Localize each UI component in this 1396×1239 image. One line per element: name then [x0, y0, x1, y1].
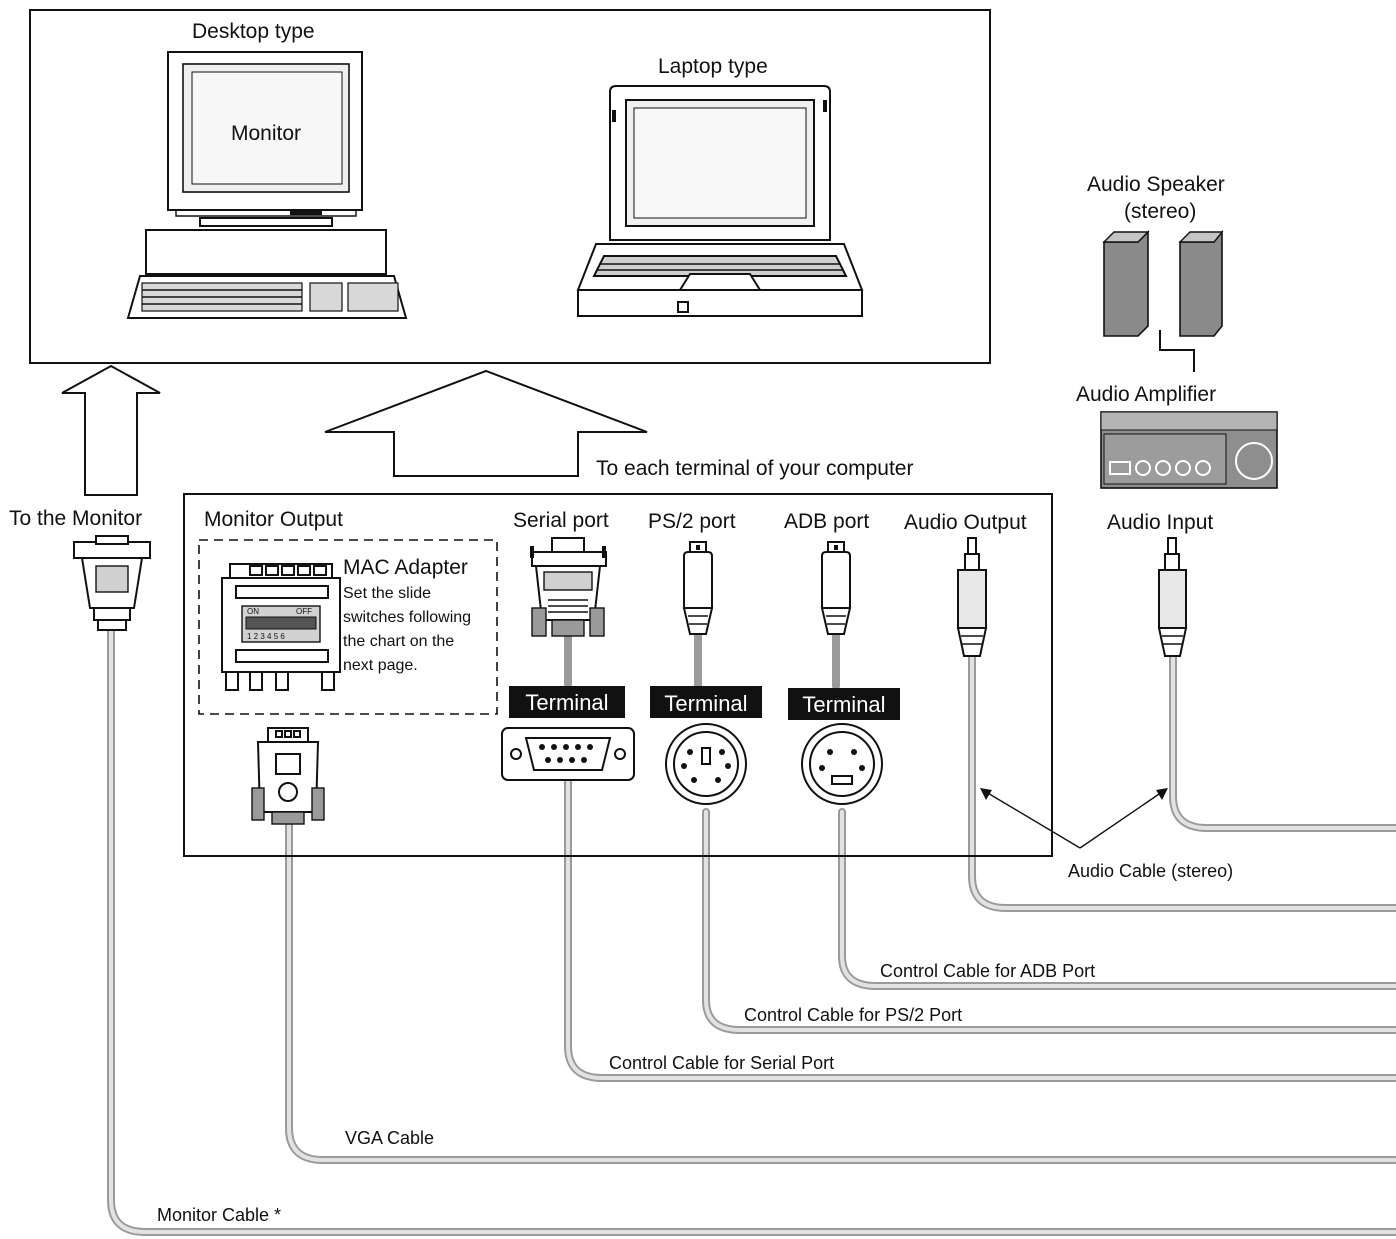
laptop-label: Laptop type: [658, 55, 768, 78]
adb-plug-icon: [820, 541, 852, 635]
laptop-computer-icon: [576, 85, 864, 317]
serial-plug-icon: [530, 537, 607, 637]
computer-frame: [29, 9, 991, 364]
serial-terminal-label: Terminal: [525, 690, 608, 715]
connection-panel: [183, 493, 1053, 857]
ps2-terminal-badge: [650, 686, 762, 718]
adb-terminal-badge: [788, 688, 900, 720]
mac-switch-on-label: ON: [247, 607, 259, 616]
mac-adapter-line2: switches following: [343, 609, 471, 626]
audio-amplifier-label: Audio Amplifier: [1076, 383, 1216, 406]
audio-input-plug-icon: [1157, 537, 1188, 657]
monitor-label: Monitor: [231, 122, 301, 145]
adb-port-label: ADB port: [784, 510, 869, 533]
ps2-port-label: PS/2 port: [648, 510, 736, 533]
desktop-computer-icon: [126, 51, 408, 319]
audio-amplifier-icon: [1100, 411, 1278, 489]
vga-cable-label: VGA Cable: [345, 1128, 434, 1148]
ps2-plug-icon: [682, 541, 714, 635]
adb-terminal-label: Terminal: [802, 692, 885, 717]
vga-cable: [285, 818, 1396, 1164]
serial-terminal-badge: [509, 686, 625, 718]
ps2-terminal-socket-icon: [665, 723, 747, 805]
ps2-cable: [694, 628, 1396, 1034]
audio-cable-label: Audio Cable (stereo): [1068, 861, 1233, 881]
desktop-label: Desktop type: [192, 20, 315, 43]
monitor-cable-label: Monitor Cable *: [157, 1205, 281, 1225]
audio-speaker-icon: [1102, 229, 1224, 372]
ps2-cable-label: Control Cable for PS/2 Port: [744, 1005, 962, 1025]
to-monitor-arrow: [61, 364, 161, 496]
serial-cable: [564, 632, 1396, 1082]
mac-adapter-icon: [221, 563, 341, 691]
audio-input-label: Audio Input: [1107, 511, 1213, 534]
mac-switch-numbers: 1 2 3 4 5 6: [247, 632, 285, 641]
serial-port-label: Serial port: [513, 509, 609, 532]
mac-adapter-line1: Set the slide: [343, 585, 431, 602]
mac-adapter-title: MAC Adapter: [343, 556, 468, 579]
audio-output-cable: [968, 652, 1396, 912]
cables: [107, 624, 1396, 1236]
serial-cable-label: Control Cable for Serial Port: [609, 1053, 834, 1073]
audio-output-plug-icon: [956, 537, 988, 657]
audio-output-label: Audio Output: [904, 511, 1027, 534]
mac-adapter-line4: next page.: [343, 657, 418, 674]
monitor-plug-icon: [73, 535, 151, 631]
vga-plug-icon: [251, 727, 325, 825]
serial-terminal-socket-icon: [501, 727, 635, 781]
to-terminal-arrow: [324, 369, 648, 477]
monitor-output-label: Monitor Output: [204, 508, 343, 531]
audio-cable-pointer: [980, 788, 1168, 849]
audio-speaker-label: Audio Speaker: [1087, 173, 1225, 196]
to-monitor-label: To the Monitor: [9, 507, 142, 530]
mac-switch-off-label: OFF: [296, 607, 312, 616]
adb-cable: [832, 628, 1396, 990]
mac-adapter-line3: the chart on the: [343, 633, 454, 650]
audio-speaker-sub-label: (stereo): [1124, 200, 1196, 223]
audio-input-cable: [1169, 652, 1396, 832]
adb-cable-label: Control Cable for ADB Port: [880, 961, 1095, 981]
monitor-cable: [107, 624, 1396, 1236]
to-terminal-label: To each terminal of your computer: [596, 457, 913, 480]
ps2-terminal-label: Terminal: [664, 691, 747, 716]
adb-terminal-socket-icon: [801, 723, 883, 805]
mac-adapter-box: [198, 539, 498, 715]
